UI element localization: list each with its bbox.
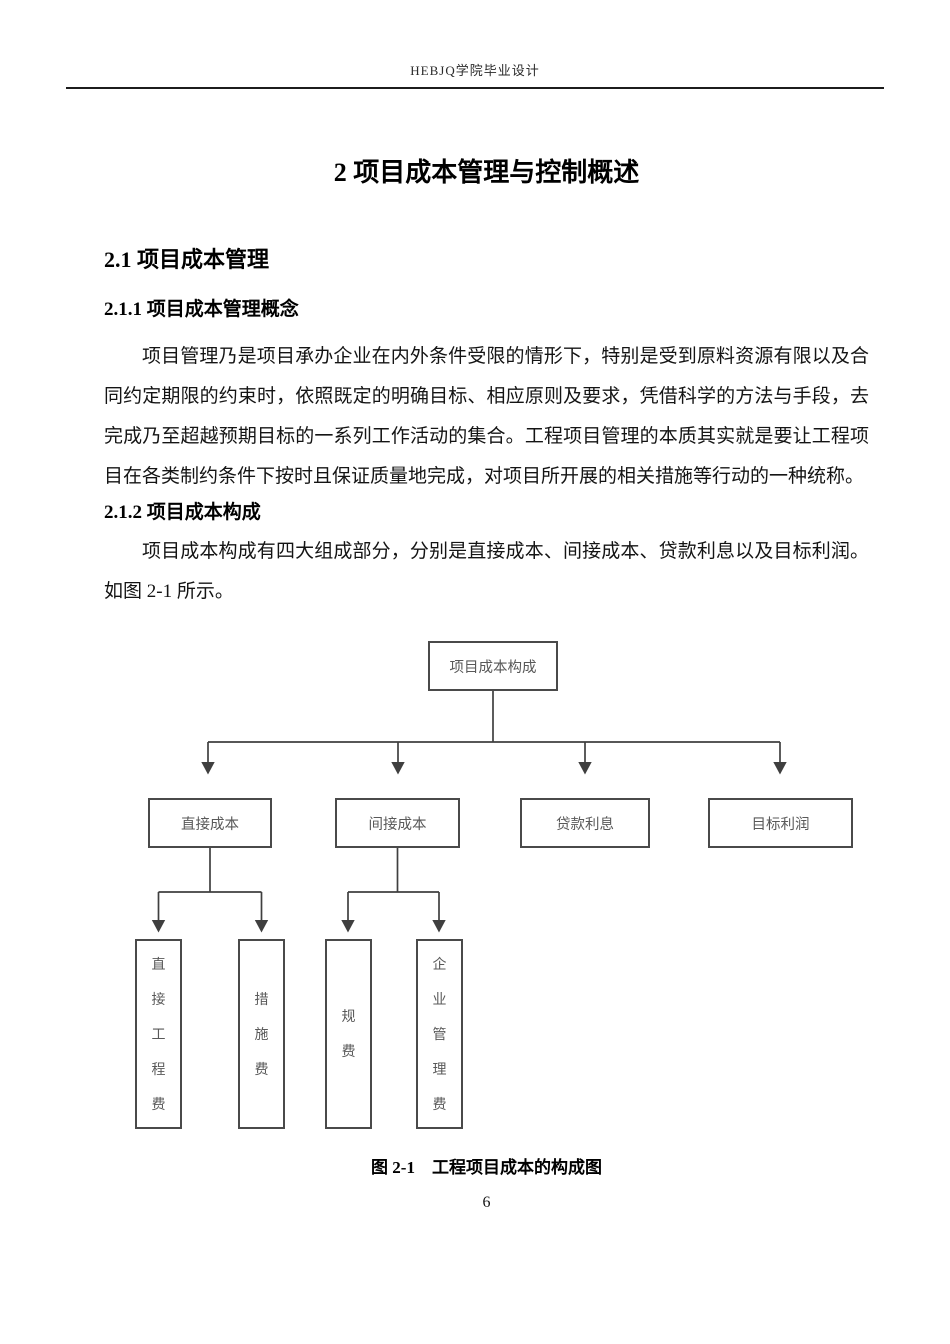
section-heading-2-1-2: 2.1.2 项目成本构成 — [104, 502, 261, 523]
chapter-title: 2 项目成本管理与控制概述 — [333, 158, 640, 187]
node-label: 规费 — [341, 1008, 356, 1059]
page-number: 6 — [482, 1194, 491, 1211]
node-direct-cost: 直接成本 — [148, 798, 272, 848]
paragraph-cost-composition: 项目成本构成有四大组成部分，分别是直接成本、间接成本、贷款利息以及目标利润。如图… — [104, 541, 869, 602]
connector-lines — [151, 691, 787, 933]
node-loan-interest: 贷款利息 — [520, 798, 650, 848]
node-label: 直接工程费 — [151, 955, 166, 1112]
node-target-profit: 目标利润 — [708, 798, 853, 848]
text-column: 2 项目成本管理与控制概述 2.1 项目成本管理 2.1.1 项目成本管理概念 … — [104, 0, 869, 1214]
running-header: HEBJQ学院毕业设计 — [410, 63, 540, 78]
node-direct-engineering-fee: 直接工程费 — [135, 939, 182, 1129]
node-enterprise-management-fee: 企业管理费 — [416, 939, 463, 1129]
node-project-cost-composition: 项目成本构成 — [428, 641, 558, 691]
section-heading-2-1: 2.1 项目成本管理 — [104, 247, 270, 272]
node-label: 企业管理费 — [432, 955, 447, 1112]
node-measure-fee: 措施费 — [238, 939, 285, 1129]
figure-caption: 图 2-1 工程项目成本的构成图 — [371, 1158, 602, 1177]
node-regulation-fee: 规费 — [325, 939, 372, 1129]
node-indirect-cost: 间接成本 — [335, 798, 460, 848]
org-chart-figure: 项目成本构成 直接成本 间接成本 贷款利息 目标利润 直接工程费 措施费 规费 … — [0, 612, 950, 1140]
node-label: 措施费 — [254, 990, 269, 1077]
paragraph-cost-management: 项目管理乃是项目承办企业在内外条件受限的情形下，特别是受到原料资源有限以及合同约… — [104, 346, 869, 487]
header-divider — [66, 87, 884, 89]
section-heading-2-1-1: 2.1.1 项目成本管理概念 — [104, 299, 299, 320]
